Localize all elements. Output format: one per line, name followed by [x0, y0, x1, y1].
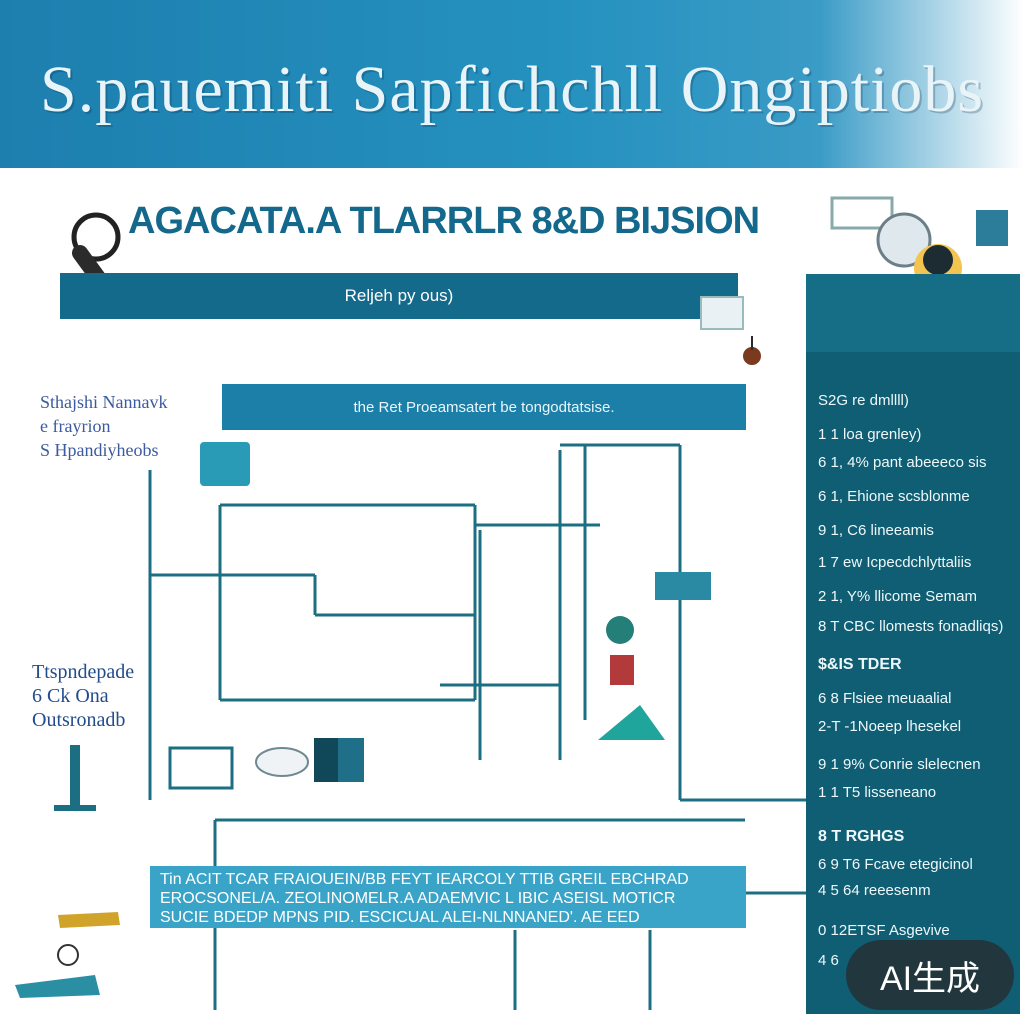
footer-line: EROCSONEL/A. ZEOLINOMELR.A ADAEMVIC L IB…: [160, 890, 676, 907]
panel-list-item: 8 T RGHGS: [818, 828, 905, 845]
panel-list-item: 9 1, C6 lineeamis: [818, 522, 934, 539]
person-card-icon: [200, 442, 250, 486]
panel-list-item: 4 6: [818, 952, 839, 969]
panel-list-item: 6 9 T6 Fcave etegicinol: [818, 856, 973, 873]
panel-list-item: 6 1, 4% pant abeeeco sis: [818, 454, 987, 471]
panel-list-item: 6 1, Ehione scsblonme: [818, 488, 970, 505]
panel-list-item: 2 1, Y% llicome Semam: [818, 588, 977, 605]
ai-generated-badge: AI生成: [846, 940, 1014, 1010]
section-heading: AGACATA.A TLARRLR 8&D BIJSION: [128, 200, 760, 242]
side-note-top: Sthajshi Nannavk e frayrion S Hpandiyheo…: [40, 392, 168, 460]
panel-list-item: 1 7 ew Icpecdchlyttaliis: [818, 554, 972, 571]
panel-list-item: 9 1 9% Conrie slelecnen: [818, 756, 981, 773]
panel-list-item: 8 T CBC llomests fonadliqs): [818, 618, 1004, 635]
side-note-middle: Ttspndepade 6 Ck Ona Outsronadb: [32, 661, 135, 731]
process-bar: the Ret Proeamsatert be tongodtatsise.: [222, 384, 746, 430]
panel-list-item: $&IS TDER: [818, 656, 902, 673]
panel-list-item: S2G re dmllll): [818, 392, 909, 409]
footer-line: Tin ACIT TCAR FRAIOUEIN/BB FEYT IEARCOLY…: [160, 871, 689, 888]
panel-list-item: 2-T -1Noeep lhesekel: [818, 718, 962, 735]
panel-list-item: 1 1 loa grenley): [818, 426, 922, 443]
panel-list-item: 6 8 Flsiee meuaalial: [818, 690, 952, 707]
banner-title: S.pauemiti Sapfichchll Ongiptiobs: [40, 53, 985, 126]
subtitle-bar: Reljeh py ous): [60, 273, 738, 319]
footer-textbox: Tin ACIT TCAR FRAIOUEIN/BB FEYT IEARCOLY…: [150, 866, 746, 928]
plant-icon: [743, 336, 761, 365]
screen-icon: [700, 296, 744, 330]
footer-line: SUCIE BDEDP MPNS PID. ESCICUAL ALEI-NLNN…: [160, 909, 640, 926]
panel-list-item: 1 1 T5 lisseneano: [818, 784, 937, 801]
panel-header-strip: [806, 274, 1020, 352]
panel-list-item: 4 5 64 reeesenm: [818, 882, 931, 899]
header-banner: [0, 0, 1024, 168]
right-info-panel: S2G re dmllll) 1 1 loa grenley) 6 1, 4% pa…: [806, 274, 1020, 1014]
panel-list-item: 0 12ETSF Asgevive: [818, 922, 950, 939]
